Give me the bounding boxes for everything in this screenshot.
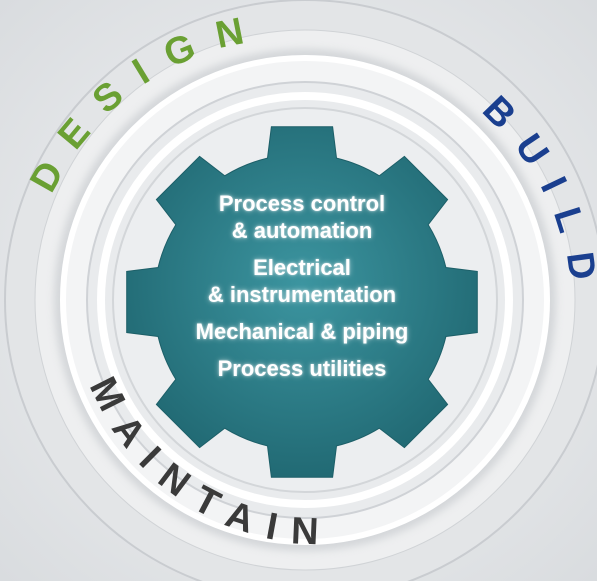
item-line: & automation bbox=[231, 218, 373, 243]
item-line: Process utilities bbox=[217, 356, 387, 381]
gear-content: Process control & automation Electrical … bbox=[160, 190, 444, 430]
gear-icon bbox=[126, 126, 478, 478]
item-mechanical: Mechanical & piping bbox=[196, 318, 409, 345]
item-line: & instrumentation bbox=[207, 282, 397, 307]
item-line: Mechanical & piping bbox=[195, 319, 409, 344]
item-electrical: Electrical & instrumentation bbox=[208, 254, 396, 308]
item-line: Electrical bbox=[253, 255, 351, 280]
item-utilities: Process utilities bbox=[218, 355, 387, 382]
item-process-control: Process control & automation bbox=[219, 190, 385, 244]
item-line: Process control bbox=[218, 191, 386, 216]
